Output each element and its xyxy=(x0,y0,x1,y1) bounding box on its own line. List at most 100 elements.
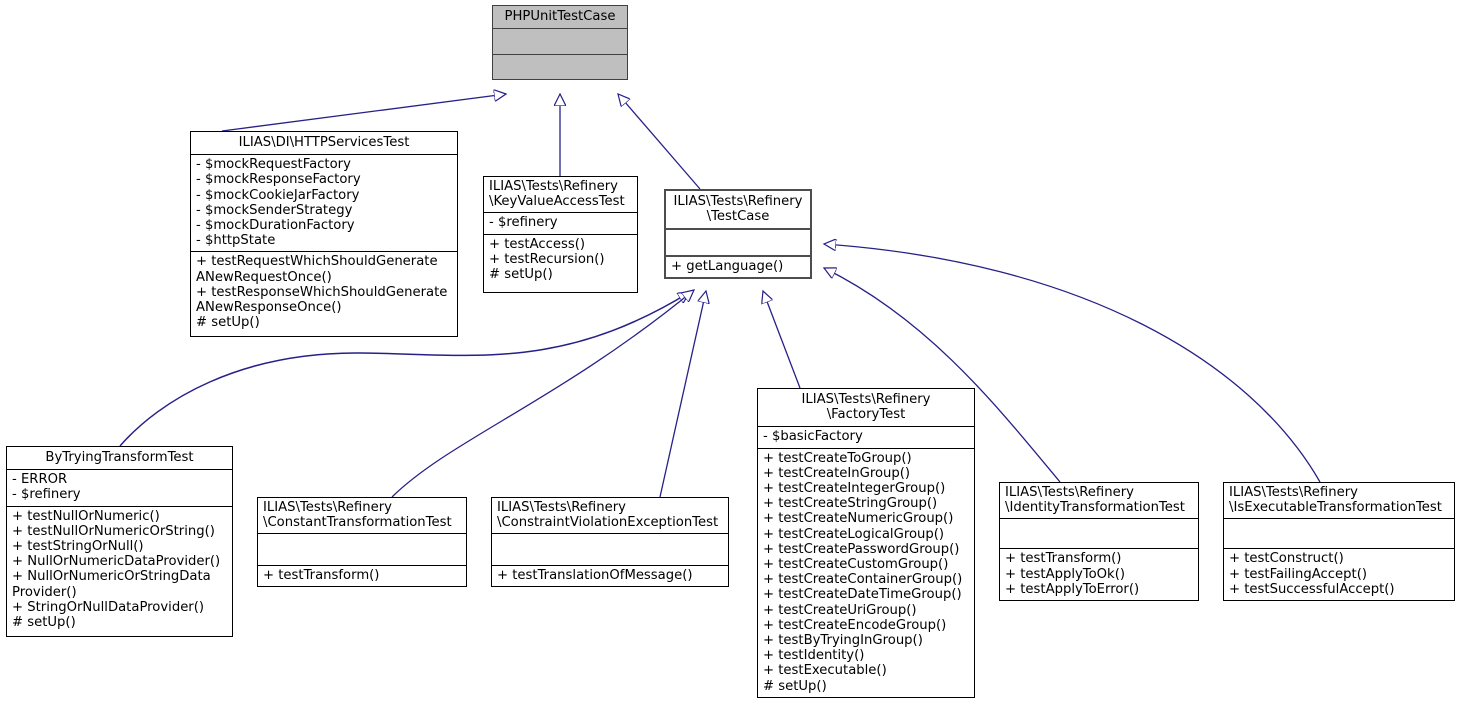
class-operation: + testFailingAccept() xyxy=(1229,566,1367,582)
class-title-line: ILIAS\Tests\Refinery xyxy=(673,194,803,209)
class-node-by-trying-transform-test[interactable]: ByTryingTransformTest - ERROR - $refiner… xyxy=(6,446,233,637)
class-operation: + StringOrNullDataProvider() xyxy=(12,599,205,615)
class-operation: + testSuccessfulAccept() xyxy=(1229,581,1395,597)
class-title-compartment: ILIAS\Tests\Refinery \ConstraintViolatio… xyxy=(492,498,728,533)
class-attributes-compartment: - $basicFactory xyxy=(758,426,974,447)
class-attribute: - $refinery xyxy=(12,487,81,503)
class-operation: + testNullOrNumeric() xyxy=(12,508,160,524)
class-attributes-compartment xyxy=(258,533,466,564)
class-title-compartment: PHPUnitTestCase xyxy=(493,6,627,28)
class-attribute: - $mockDurationFactory xyxy=(196,218,355,234)
class-operation: + testApplyToOk() xyxy=(1005,566,1125,582)
class-operation: + testCreatePasswordGroup() xyxy=(763,541,960,557)
class-operation: + testConstruct() xyxy=(1229,551,1344,567)
class-operation: + NullOrNumericDataProvider() xyxy=(12,554,221,570)
class-node-http-services-test[interactable]: ILIAS\DI\HTTPServicesTest - $mockRequest… xyxy=(190,131,458,337)
class-operation: + testStringOrNull() xyxy=(12,539,144,555)
class-attribute: - $mockSenderStrategy xyxy=(196,202,353,218)
class-operations-compartment: + testTranslationOfMessage() xyxy=(492,564,728,586)
class-operation: + testCreateInGroup() xyxy=(763,465,911,481)
class-title-line: \ConstantTransformationTest xyxy=(263,515,452,531)
class-title-compartment: ILIAS\Tests\Refinery \TestCase xyxy=(666,191,810,228)
class-attributes-compartment: - $refinery xyxy=(484,212,637,233)
class-operation: + testApplyToError() xyxy=(1005,581,1140,597)
class-operation: # setUp() xyxy=(12,615,76,631)
class-operation: + testCreateDateTimeGroup() xyxy=(763,587,962,603)
class-operation-wrap: ANewResponseOnce() xyxy=(196,300,342,316)
class-operations-compartment: + testRequestWhichShouldGenerate ANewReq… xyxy=(191,251,457,336)
class-operation: + testCreateEncodeGroup() xyxy=(763,617,947,633)
class-attribute: - $mockRequestFactory xyxy=(196,157,351,173)
class-attribute: - $basicFactory xyxy=(763,429,863,445)
class-title-line: PHPUnitTestCase xyxy=(504,9,616,24)
class-operations-compartment: + testTransform() + testApplyToOk() + te… xyxy=(1000,548,1198,600)
edge-factory-to-testcase xyxy=(763,291,801,389)
class-title-compartment: ILIAS\Tests\Refinery \ConstantTransforma… xyxy=(258,498,466,533)
class-attributes-compartment xyxy=(1000,518,1198,548)
class-operations-compartment: + testAccess() + testRecursion() # setUp… xyxy=(484,233,637,292)
class-operations-compartment: + testTransform() xyxy=(258,564,466,586)
class-title-line: ILIAS\Tests\Refinery xyxy=(497,500,626,515)
class-operation: # setUp() xyxy=(763,678,827,694)
class-title-compartment: ByTryingTransformTest xyxy=(7,447,232,469)
class-attribute: - $httpState xyxy=(196,233,276,249)
class-node-phpunit-test-case[interactable]: PHPUnitTestCase xyxy=(492,5,628,80)
class-title-compartment: ILIAS\DI\HTTPServicesTest xyxy=(191,132,457,154)
class-title-compartment: ILIAS\Tests\Refinery \KeyValueAccessTest xyxy=(484,177,637,212)
class-operation: + testCreateNumericGroup() xyxy=(763,511,954,527)
class-attributes-compartment xyxy=(493,28,627,53)
class-operations-compartment xyxy=(493,53,627,79)
class-node-key-value-access-test[interactable]: ILIAS\Tests\Refinery \KeyValueAccessTest… xyxy=(483,176,638,293)
class-operation: + testCreateIntegerGroup() xyxy=(763,481,946,497)
class-node-test-case[interactable]: ILIAS\Tests\Refinery \TestCase + getLang… xyxy=(664,189,812,279)
class-operation: + testCreateContainerGroup() xyxy=(763,572,963,588)
class-attribute: - $refinery xyxy=(489,215,558,231)
class-operation: + testTranslationOfMessage() xyxy=(497,567,693,583)
class-operation: + testCreateToGroup() xyxy=(763,450,912,466)
class-operation: + testCreateUriGroup() xyxy=(763,602,917,618)
class-operation: + testResponseWhichShouldGenerate xyxy=(196,284,448,300)
class-attributes-compartment xyxy=(492,533,728,564)
class-title-line: \IsExecutableTransformationTest xyxy=(1229,500,1442,516)
class-operation: + testRecursion() xyxy=(489,251,605,267)
class-title-line: ILIAS\DI\HTTPServicesTest xyxy=(238,135,410,150)
edge-http-services-to-phpunit xyxy=(221,94,506,132)
class-node-factory-test[interactable]: ILIAS\Tests\Refinery \FactoryTest - $bas… xyxy=(757,388,975,698)
class-title-line: ByTryingTransformTest xyxy=(45,450,194,465)
class-attribute: - $mockResponseFactory xyxy=(196,172,361,188)
class-operation: + testExecutable() xyxy=(763,663,887,679)
class-title-line: \TestCase xyxy=(706,209,770,225)
class-operation: + testAccess() xyxy=(489,236,586,252)
class-title-line: ILIAS\Tests\Refinery xyxy=(801,392,931,407)
class-operation: + testIdentity() xyxy=(763,648,865,664)
class-attributes-compartment: - ERROR - $refinery xyxy=(7,469,232,505)
class-node-is-executable-transformation-test[interactable]: ILIAS\Tests\Refinery \IsExecutableTransf… xyxy=(1223,482,1455,601)
class-operation: # setUp() xyxy=(196,315,260,331)
class-title-line: ILIAS\Tests\Refinery xyxy=(1005,485,1134,500)
class-operations-compartment: + getLanguage() xyxy=(666,254,810,277)
class-operation: + testTransform() xyxy=(1005,551,1122,567)
class-attributes-compartment xyxy=(1224,518,1454,548)
class-operations-compartment: + testCreateToGroup() + testCreateInGrou… xyxy=(758,447,974,697)
class-node-constraint-violation-exception-test[interactable]: ILIAS\Tests\Refinery \ConstraintViolatio… xyxy=(491,497,729,587)
class-operation: + testByTryingInGroup() xyxy=(763,633,923,649)
class-title-line: \IdentityTransformationTest xyxy=(1005,500,1185,516)
class-title-line: \KeyValueAccessTest xyxy=(489,194,625,210)
edge-constraintviolation-to-testcase xyxy=(659,291,706,498)
class-operations-compartment: + testConstruct() + testFailingAccept() … xyxy=(1224,548,1454,600)
class-operation: + testRequestWhichShouldGenerate xyxy=(196,254,438,270)
class-operation: + testCreateStringGroup() xyxy=(763,496,938,512)
class-operation: + getLanguage() xyxy=(671,258,784,274)
class-node-identity-transformation-test[interactable]: ILIAS\Tests\Refinery \IdentityTransforma… xyxy=(999,482,1199,601)
class-title-line: ILIAS\Tests\Refinery xyxy=(1229,485,1358,500)
class-title-line: ILIAS\Tests\Refinery xyxy=(489,179,618,194)
class-node-constant-transformation-test[interactable]: ILIAS\Tests\Refinery \ConstantTransforma… xyxy=(257,497,467,587)
class-title-line: \ConstraintViolationExceptionTest xyxy=(497,515,719,531)
class-operation: + testTransform() xyxy=(263,567,380,583)
class-operation: # setUp() xyxy=(489,267,553,283)
class-attribute: - ERROR xyxy=(12,472,68,488)
class-operation: + testNullOrNumericOrString() xyxy=(12,523,215,539)
class-operation-wrap: Provider() xyxy=(12,584,77,600)
class-title-compartment: ILIAS\Tests\Refinery \IsExecutableTransf… xyxy=(1224,483,1454,518)
